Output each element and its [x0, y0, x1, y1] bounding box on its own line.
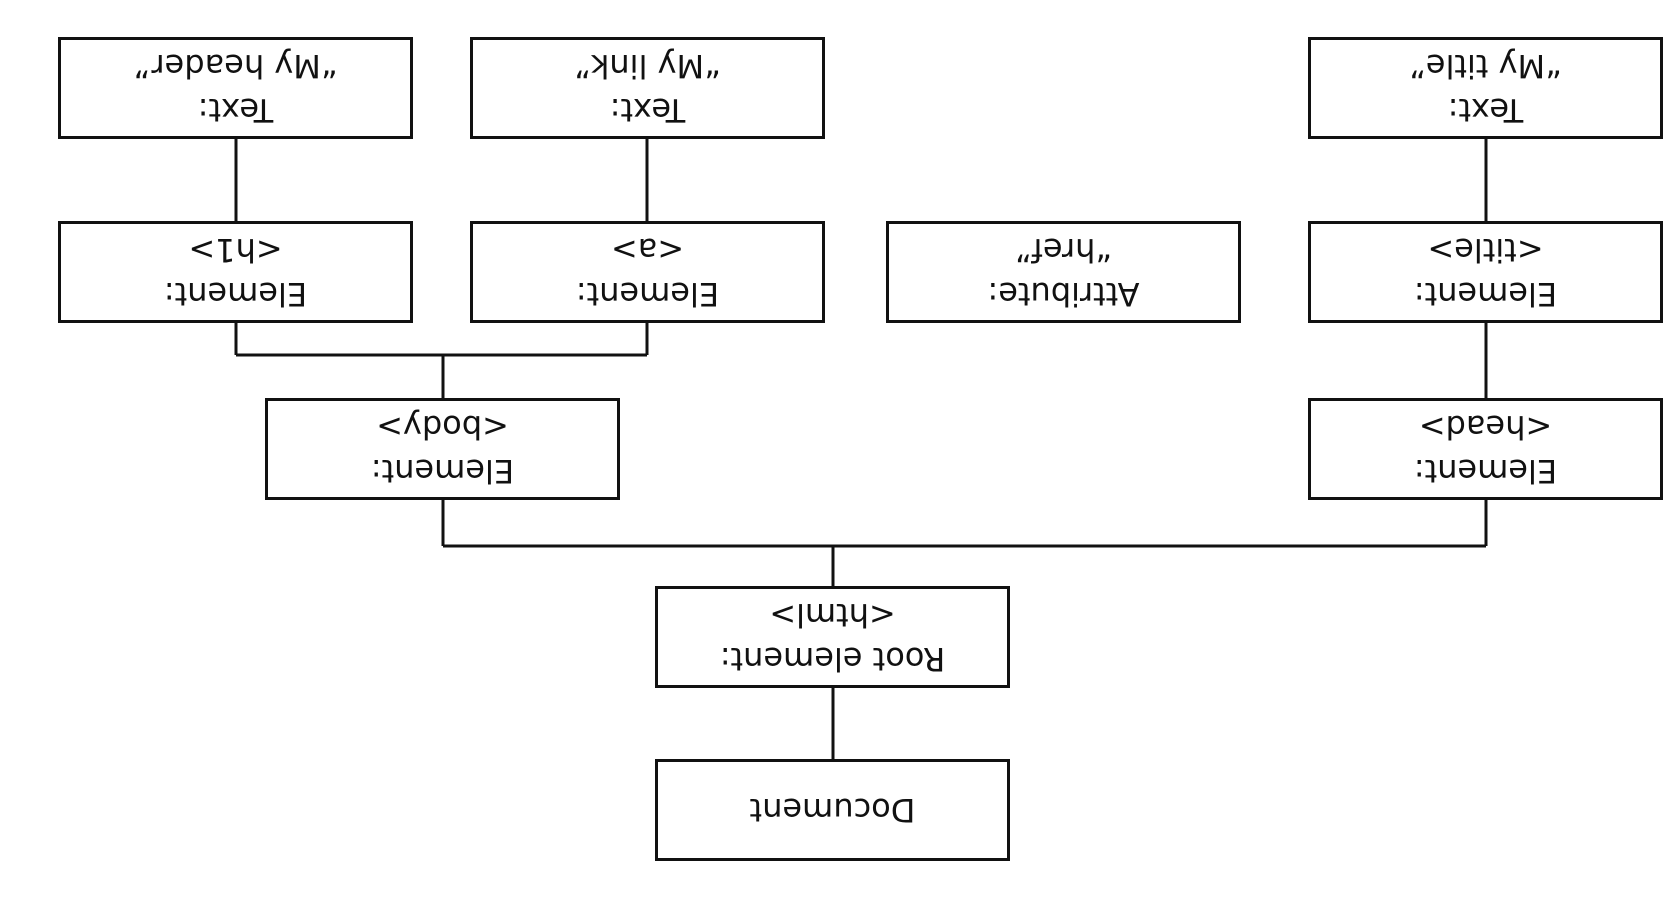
node-a-type: Element:: [575, 275, 720, 313]
node-h1-tag: <h1>: [188, 231, 283, 269]
node-a-tag: <a>: [610, 231, 685, 269]
node-body: Element: <body>: [265, 398, 620, 500]
node-h1-text: Text: “My header”: [58, 37, 413, 139]
node-title: Element: <title>: [1308, 221, 1663, 323]
node-a-text-type: Text:: [609, 91, 686, 129]
node-href-attribute: Attribute: “href”: [886, 221, 1241, 323]
node-title-text-value: “My title”: [1409, 47, 1562, 85]
node-head-type: Element:: [1413, 452, 1558, 490]
node-h1-text-type: Text:: [197, 91, 274, 129]
node-h1: Element: <h1>: [58, 221, 413, 323]
node-root-tag: <html>: [769, 596, 896, 634]
node-body-tag: <body>: [376, 408, 509, 446]
node-a: Element: <a>: [470, 221, 825, 323]
node-a-text-value: “My link”: [574, 47, 721, 85]
node-head: Element: <head>: [1308, 398, 1663, 500]
node-body-type: Element:: [370, 452, 515, 490]
node-root-element: Root element: <html>: [655, 586, 1010, 688]
node-title-tag: <title>: [1427, 231, 1544, 269]
node-root-type: Root element:: [719, 640, 946, 678]
node-head-tag: <head>: [1418, 408, 1553, 446]
node-title-type: Element:: [1413, 275, 1558, 313]
node-href-type: Attribute:: [987, 275, 1140, 313]
node-h1-text-value: “My header”: [133, 47, 338, 85]
node-title-text-type: Text:: [1447, 91, 1524, 129]
node-a-text: Text: “My link”: [470, 37, 825, 139]
node-document: Document: [655, 759, 1010, 861]
node-href-value: “href”: [1015, 231, 1112, 269]
node-h1-type: Element:: [163, 275, 308, 313]
node-document-label: Document: [749, 791, 916, 829]
node-title-text: Text: “My title”: [1308, 37, 1663, 139]
